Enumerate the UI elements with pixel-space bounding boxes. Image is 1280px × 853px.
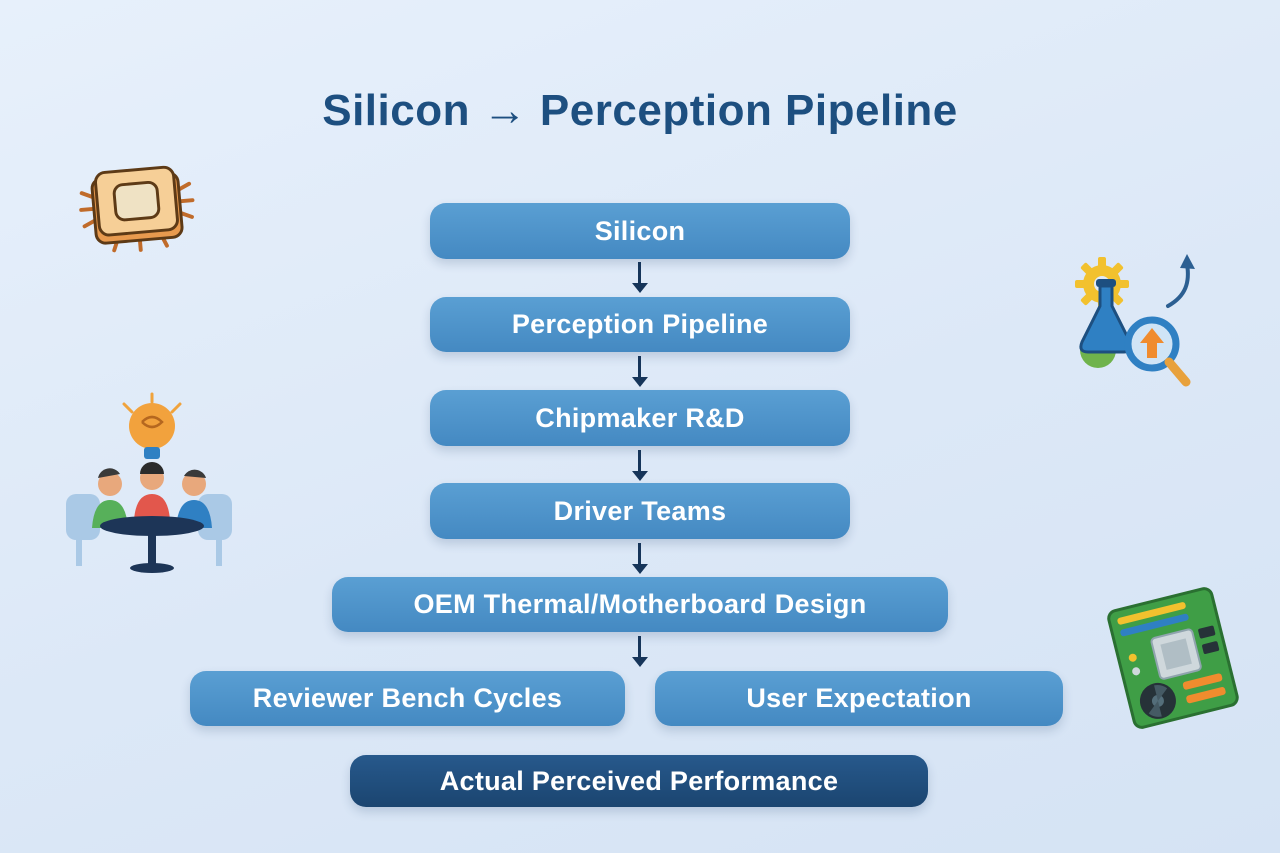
- down-arrow: [638, 636, 641, 658]
- down-arrow: [638, 450, 641, 472]
- flow-node-reviewer-bench-cycles: Reviewer Bench Cycles: [190, 671, 625, 726]
- down-arrow: [638, 356, 641, 378]
- flow-node-chipmaker-rd: Chipmaker R&D: [430, 390, 850, 446]
- research-flask-icon: [1075, 254, 1195, 387]
- flow-node-oem-design: OEM Thermal/Motherboard Design: [332, 577, 948, 632]
- team-meeting-icon: [66, 392, 232, 573]
- flow-node-user-expectation: User Expectation: [655, 671, 1063, 726]
- cpu-chip-icon: [79, 165, 195, 253]
- flow-node-silicon: Silicon: [430, 203, 850, 259]
- down-arrow: [638, 543, 641, 565]
- flow-node-driver-teams: Driver Teams: [430, 483, 850, 539]
- flow-node-actual-performance: Actual Perceived Performance: [350, 755, 928, 807]
- motherboard-icon: [1107, 587, 1239, 729]
- flow-node-perception-pipeline: Perception Pipeline: [430, 297, 850, 352]
- page-title: Silicon → Perception Pipeline: [322, 86, 958, 135]
- down-arrow: [638, 262, 641, 284]
